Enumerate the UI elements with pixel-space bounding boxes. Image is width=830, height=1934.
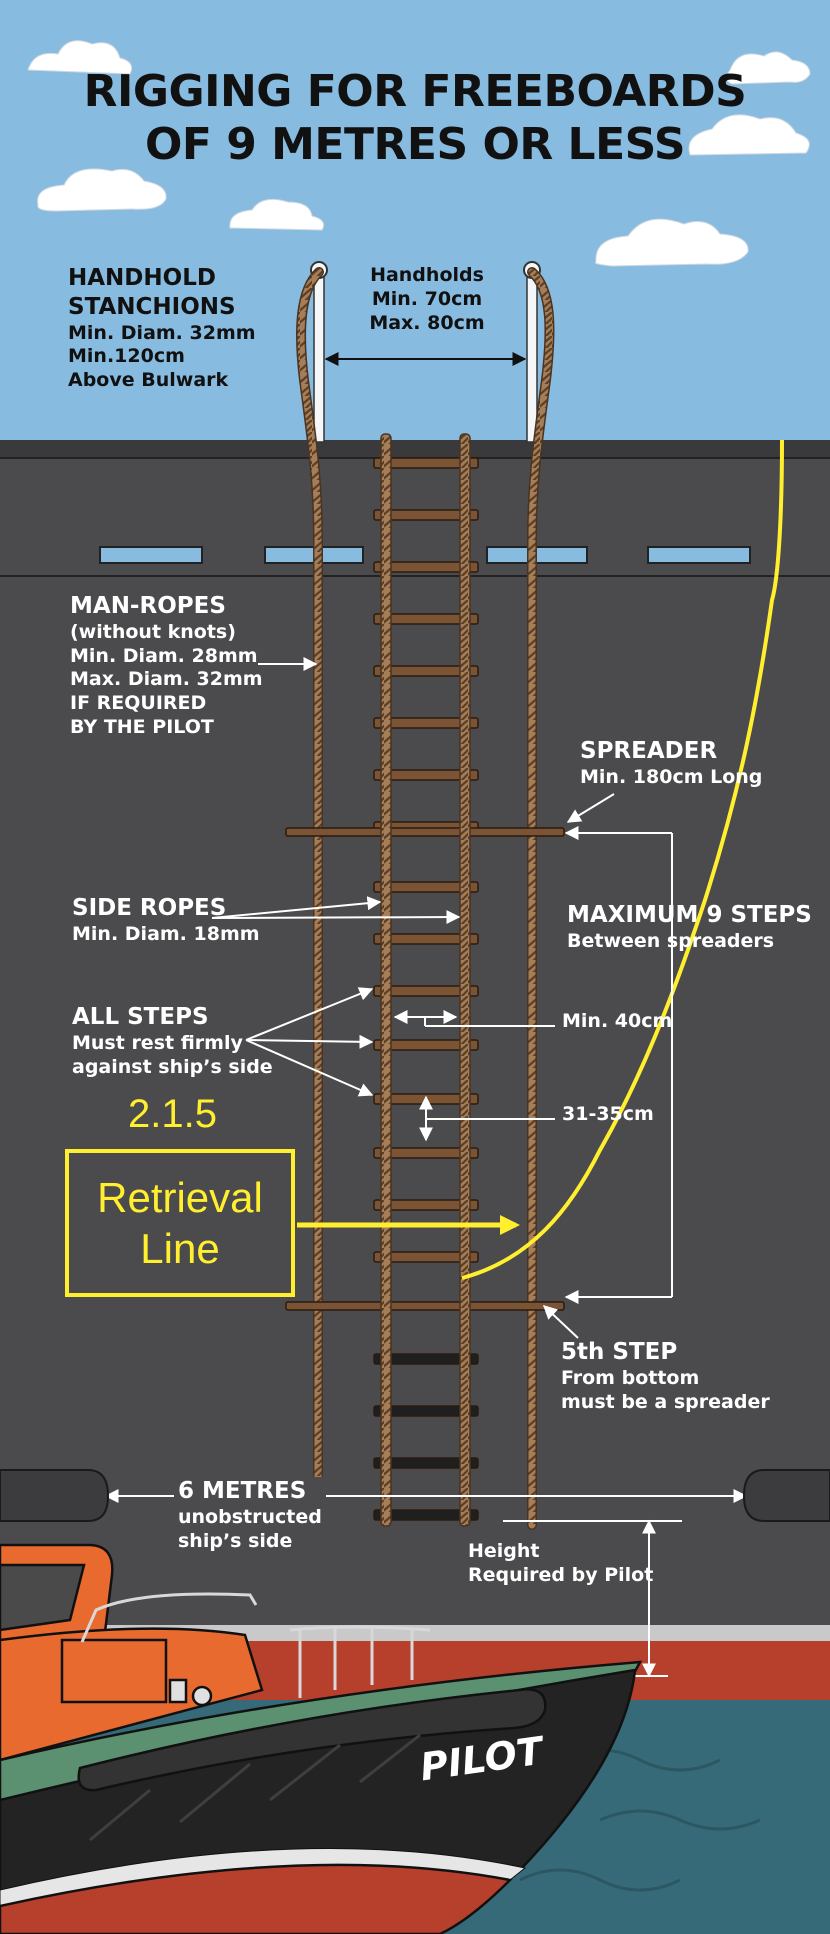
label-line: Above Bulwark bbox=[68, 369, 229, 391]
label-heading: 6 METRES bbox=[178, 1478, 307, 1504]
label-man-ropes: MAN-ROPES (without knots) Min. Diam. 28m… bbox=[70, 592, 263, 740]
label-line: Required by Pilot bbox=[468, 1563, 654, 1586]
page-title: RIGGING FOR FREEBOARDS OF 9 METRES OR LE… bbox=[0, 66, 830, 172]
label-line: Min. Diam. 18mm bbox=[72, 922, 260, 945]
label-line: Min.120cm bbox=[68, 345, 185, 368]
label-heading: SIDE ROPES bbox=[72, 895, 227, 921]
ladder-step bbox=[373, 1353, 479, 1365]
ladder-step bbox=[373, 1251, 479, 1263]
section-number: 2.1.5 bbox=[128, 1092, 217, 1136]
label-fifth-step: 5th STEP From bottom must be a spreader bbox=[561, 1338, 770, 1414]
label-heading: STANCHIONS bbox=[68, 293, 236, 320]
ladder-step bbox=[373, 613, 479, 625]
cloud bbox=[27, 40, 811, 267]
ladder-step bbox=[373, 1039, 479, 1051]
label-line: Min. 180cm Long bbox=[580, 765, 763, 788]
label-step-spacing: 31-35cm bbox=[562, 1103, 654, 1127]
title-line: OF 9 METRES OR LESS bbox=[144, 118, 686, 170]
ship-hull bbox=[0, 440, 830, 1625]
side-rope bbox=[380, 433, 471, 1527]
label-line: against ship’s side bbox=[72, 1055, 273, 1078]
ladder-step bbox=[373, 457, 479, 469]
ladder-step bbox=[373, 1405, 479, 1417]
label-heading: SPREADER bbox=[580, 738, 718, 764]
fender bbox=[0, 1469, 830, 1522]
label-spreader: SPREADER Min. 180cm Long bbox=[580, 737, 762, 790]
label-line: IF REQUIRED bbox=[70, 692, 207, 714]
label-handholds: Handholds Min. 70cm Max. 80cm bbox=[352, 264, 502, 335]
pilot-boat bbox=[0, 1543, 643, 1934]
ladder-step bbox=[373, 1199, 479, 1211]
label-line: 31-35cm bbox=[562, 1103, 654, 1125]
label-stanchions: HANDHOLD STANCHIONS Min. Diam. 32mm Min.… bbox=[68, 264, 256, 393]
label-heading: HANDHOLD bbox=[68, 265, 216, 291]
label-line: Max. Diam. 32mm bbox=[70, 668, 263, 691]
label-line: From bottom bbox=[561, 1366, 700, 1389]
label-line: BY THE PILOT bbox=[70, 715, 214, 738]
ladder-step bbox=[373, 881, 479, 893]
label-line: Min. 70cm bbox=[371, 287, 483, 310]
label-line: Max. 80cm bbox=[369, 311, 485, 334]
label-min-40: Min. 40cm bbox=[562, 1010, 672, 1034]
label-heading: 5th STEP bbox=[561, 1339, 678, 1365]
ladder-step bbox=[373, 1457, 479, 1469]
retrieval-line-box: Retrieval Line bbox=[65, 1149, 295, 1297]
spreader-bar bbox=[285, 827, 565, 837]
ladder-step bbox=[373, 985, 479, 997]
label-heading: ALL STEPS bbox=[72, 1004, 209, 1030]
label-line: Min. Diam. 32mm bbox=[68, 321, 256, 344]
ladder-step bbox=[373, 769, 479, 781]
label-height: Height Required by Pilot bbox=[468, 1540, 653, 1588]
ladder-step bbox=[373, 1509, 479, 1521]
label-line: Height bbox=[468, 1540, 540, 1562]
label-line: Min. Diam. 28mm bbox=[70, 644, 258, 667]
spreader-bar bbox=[285, 1301, 565, 1311]
retrieval-line bbox=[461, 439, 784, 1280]
sky bbox=[0, 0, 830, 440]
label-heading: MAN-ROPES bbox=[70, 593, 226, 619]
ladder-step bbox=[373, 561, 479, 573]
label-line: Must rest firmly bbox=[72, 1031, 243, 1054]
label-max-steps: MAXIMUM 9 STEPS Between spreaders bbox=[567, 901, 812, 954]
ladder-step bbox=[373, 509, 479, 521]
retrieval-label: Retrieval bbox=[97, 1173, 263, 1221]
label-six-metres: 6 METRES unobstructed ship’s side bbox=[174, 1477, 326, 1554]
retrieval-label: Line bbox=[140, 1225, 220, 1272]
ladder-step bbox=[373, 933, 479, 945]
label-line: Between spreaders bbox=[567, 929, 775, 952]
ladder-step bbox=[373, 1147, 479, 1159]
label-line: Handholds bbox=[370, 264, 484, 286]
label-line: (without knots) bbox=[70, 620, 236, 643]
ladder-step bbox=[373, 665, 479, 677]
label-side-ropes: SIDE ROPES Min. Diam. 18mm bbox=[72, 894, 260, 947]
title-line: RIGGING FOR FREEBOARDS bbox=[83, 66, 747, 117]
label-line: must be a spreader bbox=[561, 1390, 770, 1413]
label-all-steps: ALL STEPS Must rest firmly against ship’… bbox=[72, 1003, 273, 1079]
label-heading: MAXIMUM 9 STEPS bbox=[567, 902, 812, 928]
label-line: ship’s side bbox=[178, 1529, 293, 1552]
man-rope bbox=[296, 267, 555, 1530]
ladder-step bbox=[373, 717, 479, 729]
label-line: Min. 40cm bbox=[562, 1010, 673, 1032]
label-line: unobstructed bbox=[178, 1505, 322, 1528]
